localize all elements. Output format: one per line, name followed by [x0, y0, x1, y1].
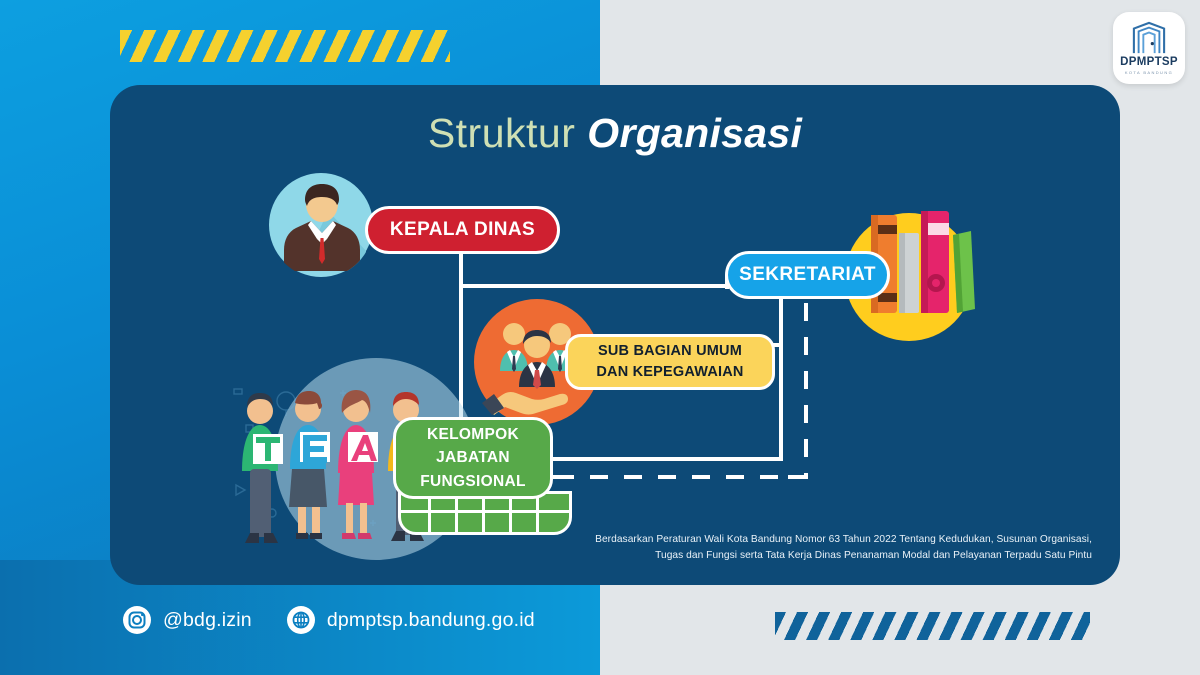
node-sub-bagian-line1: SUB BAGIAN UMUM	[598, 342, 742, 359]
node-kelompok-line3: FUNGSIONAL	[420, 472, 526, 490]
connector-bottom-to-kelompok	[455, 457, 783, 461]
connector-sekretariat-long-down	[779, 343, 783, 461]
connector-kepala-down	[459, 254, 463, 287]
connector-dashed-horizontal	[556, 475, 796, 479]
logo-wordmark: DPMPTSP	[1120, 56, 1178, 68]
node-sub-bagian-umum[interactable]: SUB BAGIAN UMUM DAN KEPEGAWAIAN	[565, 334, 775, 390]
decorative-stripes-bottom	[775, 612, 1090, 640]
connector-dashed-corner	[788, 475, 808, 479]
node-sekretariat-label: SEKRETARIAT	[739, 264, 876, 285]
dpmptsp-logo: DPMPTSP KOTA BANDUNG	[1113, 12, 1185, 84]
connector-dashed-stub	[550, 475, 566, 479]
binders-books-icon	[871, 211, 975, 313]
connector-dashed-vertical	[804, 303, 808, 478]
page-title-light: Struktur	[427, 110, 588, 156]
gate-door-icon	[1132, 21, 1166, 54]
businessman-avatar-icon	[284, 184, 366, 271]
footnote-line-1: Berdasarkan Peraturan Wali Kota Bandung …	[595, 534, 1092, 545]
node-sekretariat[interactable]: SEKRETARIAT	[725, 251, 890, 299]
decorative-stripes-top	[120, 30, 450, 62]
connector-left-spine	[459, 284, 463, 458]
footnote: Berdasarkan Peraturan Wali Kota Bandung …	[532, 532, 1092, 564]
instagram-icon	[123, 606, 151, 634]
footnote-line-2: Tugas dan Fungsi serta Tata Kerja Dinas …	[655, 549, 1092, 561]
node-sub-bagian-line2: DAN KEPEGAWAIAN	[596, 364, 744, 380]
footer-instagram[interactable]: @bdg.izin	[122, 605, 252, 635]
node-kepala-dinas-label: KEPALA DINAS	[389, 219, 536, 240]
instagram-handle: @bdg.izin	[163, 608, 252, 631]
node-kelompok-jabatan-fungsional[interactable]: KELOMPOK JABATAN FUNGSIONAL	[393, 417, 553, 499]
page-title: Struktur Organisasi	[110, 113, 1120, 154]
node-kepala-dinas[interactable]: KEPALA DINAS	[365, 206, 560, 254]
node-kelompok-line2: JABATAN	[436, 449, 510, 467]
globe-icon	[286, 606, 315, 634]
logo-subtext: KOTA BANDUNG	[1124, 70, 1174, 75]
page-title-bold: Organisasi	[587, 110, 803, 156]
footer-contacts: @bdg.izin dpmptsp.bandung.go.id	[122, 605, 535, 635]
node-kelompok-line1: KELOMPOK	[427, 426, 519, 444]
footer-website[interactable]: dpmptsp.bandung.go.id	[286, 605, 535, 635]
connector-kepala-to-sekretariat	[459, 284, 729, 288]
connector-sekretariat-down	[779, 299, 783, 347]
website-url: dpmptsp.bandung.go.id	[326, 608, 535, 631]
organization-chart-panel: Struktur Organisasi	[110, 85, 1120, 585]
